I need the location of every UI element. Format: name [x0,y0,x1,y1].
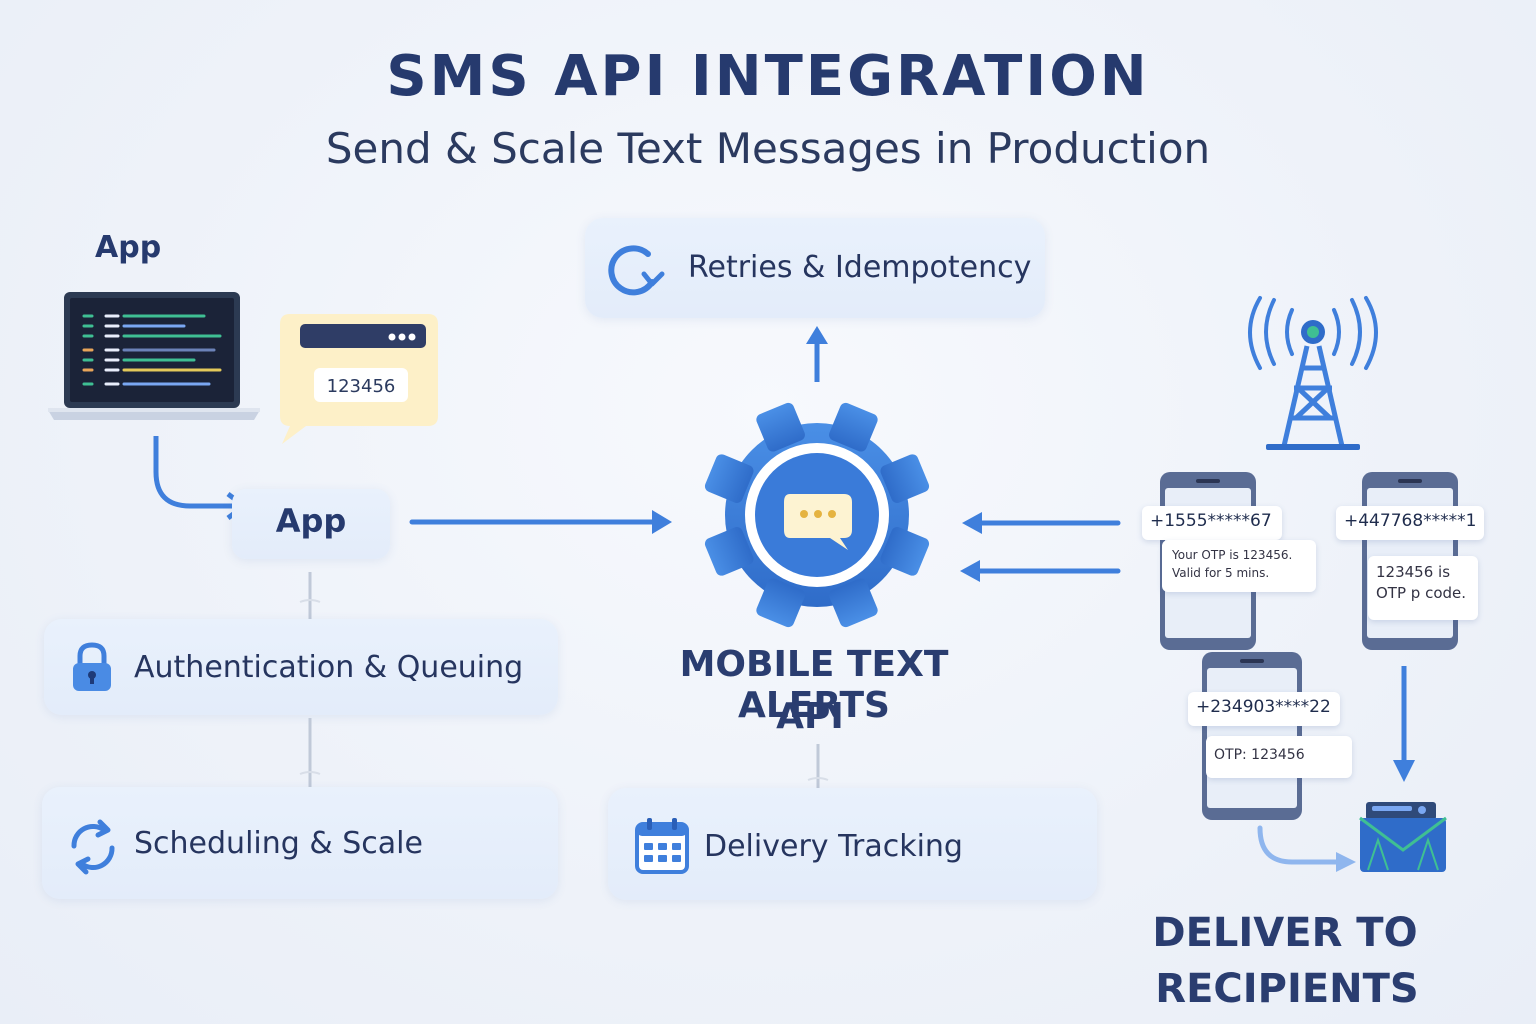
phone-3-number-bubble: +234903****22 [1188,692,1340,726]
flow-arrow-phone-to-inbox [1257,825,1356,872]
flow-arrow-api-to-retries [806,326,828,382]
phone-3-message-line1: OTP: 123456 [1214,747,1305,763]
delivery-tracking-label: Delivery Tracking [704,829,963,864]
flow-arrow-phones-to-api-2 [960,560,1121,582]
api-title-line1: MOBILE TEXT ALERTS [679,644,949,726]
message-bubble-icon [784,494,852,550]
calendar-icon [635,818,689,874]
phone-3-message-bubble: OTP: 123456 [1206,736,1352,778]
delivery-tracking-card [608,788,1097,900]
phone-1-number-bubble: +1555*****67 [1142,506,1282,540]
app-heading: App [95,230,162,265]
flow-arrow-phones-to-api-1 [962,512,1121,534]
scheduling-scale-label: Scheduling & Scale [134,826,423,861]
lock-icon [73,642,111,691]
connector-auth-to-scheduling [299,718,321,792]
cell-tower-icon [1248,296,1378,450]
phone-1-message-line2: Valid for 5 mins. [1172,566,1270,580]
scheduling-scale-card [42,787,558,899]
authentication-queuing-card [44,619,558,715]
phone-2-number: +447768*****1 [1344,511,1477,531]
delivered-inbox-icon [1359,802,1447,872]
retries-idempotency-card [585,218,1045,318]
api-title-line2: API [776,696,844,737]
phone-1-message-line1: Your OTP is 123456. [1172,548,1293,562]
refresh-cycle-icon [71,819,115,875]
phone-2-message-line1: 123456 is [1376,563,1451,581]
page-title: SMS API INTEGRATION [386,44,1150,109]
otp-chat-bubble-icon [280,314,438,444]
phone-2-message-line2: OTP p code. [1376,584,1467,602]
laptop-icon [48,292,260,420]
connector-api-to-delivery [807,744,829,792]
flow-arrow-down-to-inbox [1393,666,1415,782]
authentication-queuing-label: Authentication & Queuing [134,650,524,685]
phone-1-message-bubble: Your OTP is 123456. Valid for 5 mins. [1162,540,1316,592]
phone-2-message-bubble: 123456 is OTP p code. [1368,556,1478,620]
phone-3-number: +234903****22 [1196,697,1331,717]
connector-app-to-auth [299,572,321,622]
phone-2-number-bubble: +447768*****1 [1336,506,1484,540]
page-subtitle: Send & Scale Text Messages in Production [325,124,1211,173]
retry-icon [608,245,665,296]
app-box-label: App [275,502,347,540]
app-box [232,489,390,559]
flow-arrow-app-to-api [409,510,672,534]
otp-code-text: 123456 [326,376,396,397]
deliver-line2: RECIPIENTS [1155,966,1419,1012]
retries-idempotency-label: Retries & Idempotency [688,250,1032,285]
deliver-line1: DELIVER TO [1152,910,1418,956]
phone-1-number: +1555*****67 [1150,511,1272,531]
